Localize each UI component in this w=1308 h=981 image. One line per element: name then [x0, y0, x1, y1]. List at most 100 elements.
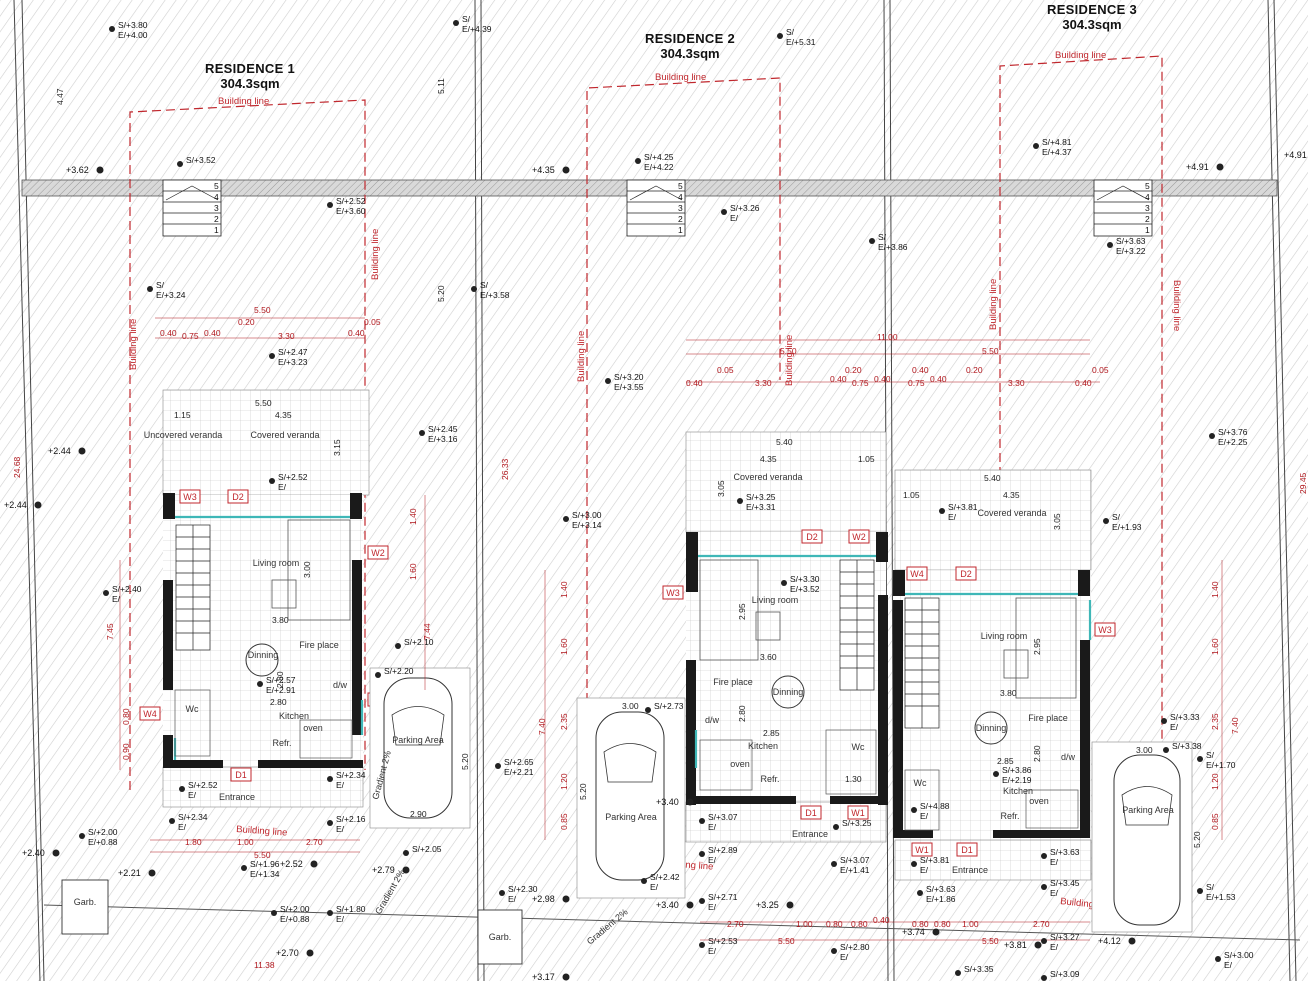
veranda-tiles [162, 389, 370, 496]
dimension-text: 3.80 [272, 615, 289, 625]
residence-2-title-group: RESIDENCE 2 304.3sqm [645, 31, 735, 61]
room-label: Dinning [976, 723, 1007, 733]
level-target-icon [699, 851, 705, 857]
level-marker: S/+3.76E/+2.25 [1209, 427, 1248, 447]
dimension-text: 0.40 [160, 328, 177, 338]
door-tag: D1 [800, 805, 822, 820]
sofa [699, 559, 759, 661]
level-target-icon [241, 865, 247, 871]
level-s: S/+2.52 [188, 780, 218, 790]
level-target-icon [148, 869, 156, 877]
level-marker: S/+2.47E/+3.23 [269, 347, 308, 367]
spot-level-value: +3.25 [756, 900, 779, 910]
door-tag: D1 [956, 842, 978, 857]
plot-boundaries [13, 0, 1301, 981]
level-e: E/+1.93 [1112, 522, 1142, 532]
level-s: S/+2.52 [278, 472, 308, 482]
level-marker: S/+3.63E/+3.22 [1107, 236, 1146, 256]
level-target-icon [562, 166, 570, 174]
level-s: S/+3.27 [1050, 932, 1080, 942]
level-e: E/+1.34 [250, 869, 280, 879]
svg-text:D1: D1 [961, 845, 973, 855]
wc-room [825, 729, 877, 795]
building-line-label: Building line [218, 96, 269, 107]
garbage-bin-residence-1: Garb. [61, 879, 109, 935]
spot-level: +2.98 [532, 894, 570, 904]
stair-step-number: 4 [214, 192, 219, 202]
level-s: S/+2.42 [650, 872, 680, 882]
level-e: E/+2.91 [266, 685, 296, 695]
level-s: S/+3.45 [1050, 878, 1080, 888]
dimension-text: 0.85 [559, 813, 569, 830]
dimension-text: 0.80 [121, 708, 131, 725]
dimension-text: 1.60 [559, 638, 569, 655]
dimension-text: 24.68 [12, 456, 22, 478]
level-s: S/+3.38 [1172, 741, 1202, 751]
level-marker: S/+3.07E/+1.41 [831, 855, 870, 875]
level-target-icon [78, 447, 86, 455]
dimension-text: 0.40 [204, 328, 221, 338]
spot-level: +2.44 [4, 500, 42, 510]
dimension-text: 1.15 [174, 410, 191, 420]
level-marker: S/+2.34E/ [169, 812, 208, 832]
level-target-icon [271, 910, 277, 916]
spot-level: +4.91 [1284, 150, 1307, 160]
level-marker: S/+4.25E/+4.22 [635, 152, 674, 172]
coffee-table [1003, 649, 1029, 679]
level-e: E/ [948, 512, 957, 522]
level-e: E/ [920, 811, 929, 821]
kitchen-counter [1025, 789, 1079, 829]
dimension-text: 0.40 [348, 328, 365, 338]
level-marker: S/+2.52E/+3.60 [327, 196, 366, 216]
level-e: E/+3.60 [336, 206, 366, 216]
level-s: S/+2.47 [278, 347, 308, 357]
level-e: E/+3.14 [572, 520, 602, 530]
level-target-icon [327, 820, 333, 826]
level-marker: S/+2.80E/ [831, 942, 870, 962]
dimension-text: 2.35 [1210, 713, 1220, 730]
level-target-icon [917, 890, 923, 896]
level-marker: S/+2.30E/ [499, 884, 538, 904]
room-label: Dinning [773, 687, 804, 697]
level-marker: S/E/+1.70 [1197, 750, 1236, 770]
stair-step-number: 2 [678, 214, 683, 224]
stair-step-number: 4 [1145, 192, 1150, 202]
level-target-icon [179, 786, 185, 792]
dimension-text: 3.00 [1136, 745, 1153, 755]
dimension-text: 1.20 [559, 773, 569, 790]
dimension-text: 0.75 [852, 378, 869, 388]
spot-level: +3.62 [66, 165, 104, 175]
level-e: E/+2.21 [504, 767, 534, 777]
level-s: S/ [786, 27, 795, 37]
building-line-label: Building line [655, 72, 706, 83]
level-target-icon [686, 901, 694, 909]
level-s: S/+3.81 [920, 855, 950, 865]
level-s: S/+2.05 [412, 844, 442, 854]
dimension-text: 4.35 [1003, 490, 1020, 500]
residence-3-plan: Covered veranda Living room Dinning Fire… [893, 469, 1193, 933]
level-target-icon [641, 878, 647, 884]
level-e: E/+4.00 [118, 30, 148, 40]
dimension-text: 0.05 [364, 317, 381, 327]
spot-level-value: +2.70 [276, 948, 299, 958]
level-target-icon [1034, 941, 1042, 949]
stair-step-number: 2 [214, 214, 219, 224]
level-s: S/+3.63 [1050, 847, 1080, 857]
level-target-icon [911, 807, 917, 813]
stair-step-number: 5 [214, 181, 219, 191]
dimension-text: 5.50 [780, 346, 797, 356]
room-label: oven [1029, 796, 1049, 806]
spot-level-value: +3.74 [902, 927, 925, 937]
level-target-icon [306, 949, 314, 957]
veranda-tiles [685, 431, 887, 533]
level-target-icon [419, 430, 425, 436]
level-marker: S/+3.52 [177, 155, 216, 167]
level-e: E/ [336, 780, 345, 790]
level-marker: S/+3.27E/ [1041, 932, 1080, 952]
spot-level-value: +4.91 [1186, 162, 1209, 172]
dimension-text: 2.80 [1032, 745, 1042, 762]
coffee-table [271, 579, 297, 609]
window-tag: W2 [848, 529, 870, 544]
level-s: S/+4.81 [1042, 137, 1072, 147]
dimension-text: 5.20 [578, 783, 588, 800]
